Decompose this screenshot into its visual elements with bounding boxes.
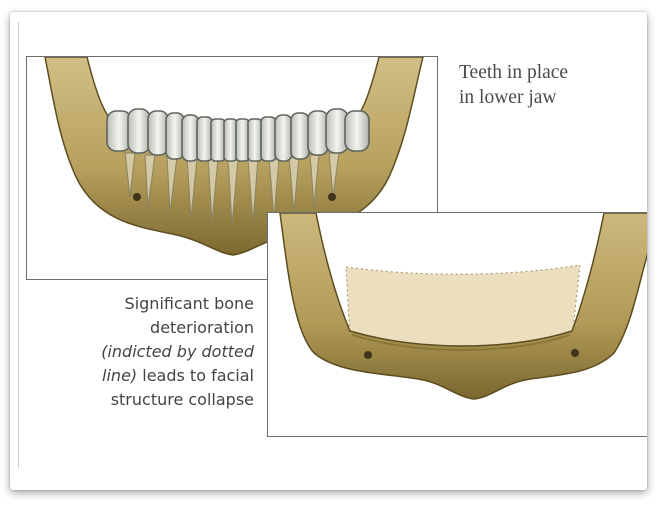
- bone-deterioration-caption: Significant bone deterioration (indicted…: [40, 292, 254, 412]
- foramen-right: [328, 193, 336, 201]
- lost-bone-area: [346, 265, 580, 347]
- caption-bottom-line2: deterioration: [40, 316, 254, 340]
- teeth-in-place-caption: Teeth in place in lower jaw: [459, 60, 639, 110]
- foramen-left: [133, 193, 141, 201]
- caption-bottom-line4-italic: line): [102, 366, 137, 385]
- caption-bottom-line4-rest: leads to facial: [137, 366, 254, 385]
- caption-bottom-line5: structure collapse: [40, 388, 254, 412]
- caption-top-line2: in lower jaw: [459, 85, 639, 110]
- caption-bottom-line3: (indicted by dotted: [40, 340, 254, 364]
- bone-loss-panel: [267, 212, 647, 437]
- caption-top-line1: Teeth in place: [459, 60, 639, 85]
- foramen-right: [571, 349, 579, 357]
- foramen-left: [364, 351, 372, 359]
- jaw-bone-loss-illustration: [268, 213, 647, 436]
- illustration-card: Teeth in place in lower jaw Significant …: [10, 12, 647, 490]
- caption-bottom-line1: Significant bone: [40, 292, 254, 316]
- left-border-line: [18, 22, 19, 468]
- caption-bottom-line4: line) leads to facial: [40, 364, 254, 388]
